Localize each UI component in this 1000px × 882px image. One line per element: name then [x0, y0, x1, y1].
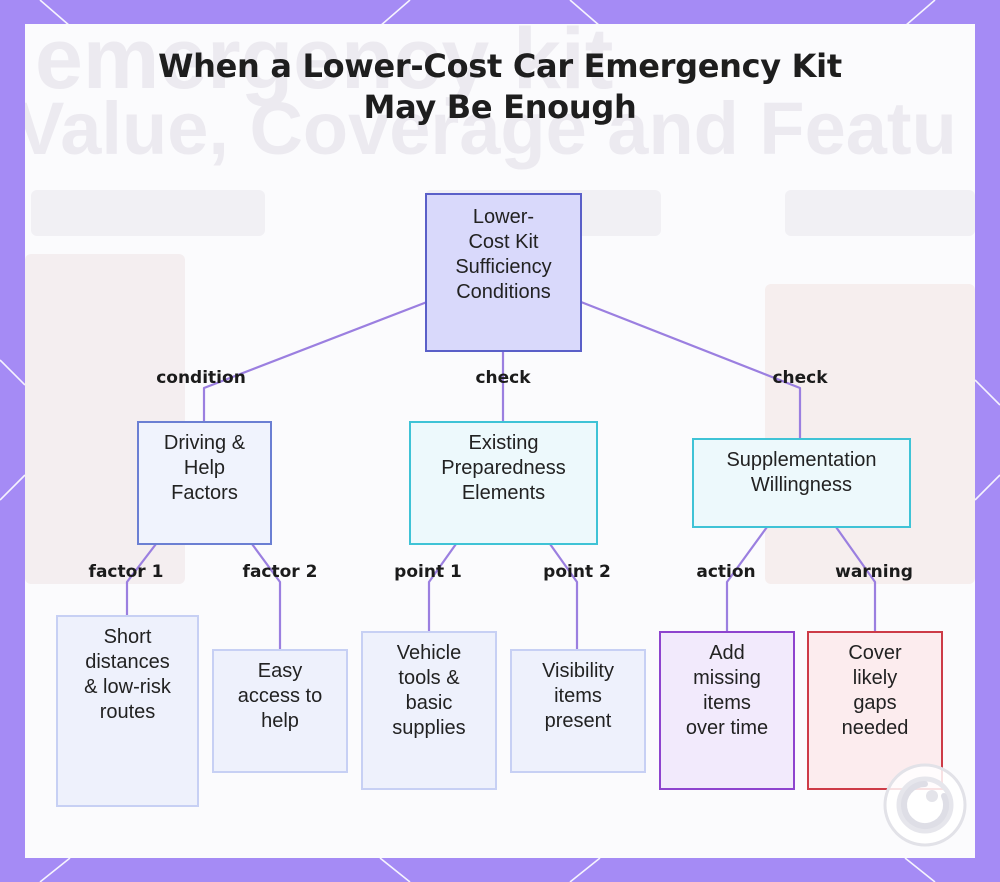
node-add-missing-items: Add missing items over time — [659, 631, 795, 790]
node-label: Existing Preparedness Elements — [441, 432, 566, 504]
background-watermark: Value, Coverage and Featu — [25, 87, 957, 170]
edge-label-factor-2: factor 2 — [242, 562, 318, 582]
background-ghost-panel — [31, 190, 265, 236]
edge-label-check: check — [772, 368, 828, 388]
edge-driving-easy — [251, 543, 282, 650]
edge-label-point-2: point 2 — [543, 562, 611, 582]
node-easy-access: Easy access to help — [212, 649, 348, 773]
edge-existing-vehicle — [427, 543, 457, 632]
node-label: Cover likely gaps needed — [841, 642, 909, 739]
node-cover-likely-gaps: Cover likely gaps needed — [807, 631, 943, 790]
edge-label-warning: warning — [835, 562, 913, 582]
node-existing-preparedness: Existing Preparedness Elements — [409, 421, 598, 545]
node-label: Supplementation Willingness — [726, 449, 877, 496]
node-label: Visibility items present — [542, 660, 614, 732]
node-visibility-items: Visibility items present — [510, 649, 646, 773]
edge-label-factor-1: factor 1 — [88, 562, 164, 582]
title-line-2: May Be Enough — [363, 88, 637, 126]
node-short-distances: Short distances & low-risk routes — [56, 615, 199, 807]
title-line-1: When a Lower-Cost Car Emergency Kit — [158, 47, 842, 85]
node-label: Driving & Help Factors — [163, 432, 246, 504]
background-ghost-panel — [785, 190, 975, 236]
edge-root-supplement — [580, 300, 802, 438]
edge-root-driving — [202, 300, 428, 422]
edge-label-condition: condition — [156, 368, 246, 388]
node-driving-help-factors: Driving & Help Factors — [137, 421, 272, 545]
edge-label-point-1: point 1 — [394, 562, 462, 582]
edge-label-check: check — [475, 368, 531, 388]
node-label: Vehicle tools & basic supplies — [392, 642, 466, 739]
edge-existing-visibility — [549, 543, 579, 650]
edge-driving-short — [125, 543, 157, 616]
diagram-title: When a Lower-Cost Car Emergency Kit May … — [0, 46, 1000, 128]
edge-label-action: action — [696, 562, 756, 582]
background-watermark: emergency kit — [35, 24, 614, 107]
node-label: Short distances & low-risk routes — [84, 626, 171, 723]
node-vehicle-tools: Vehicle tools & basic supplies — [361, 631, 497, 790]
node-label: Easy access to help — [237, 660, 323, 732]
edge-supplement-add — [725, 526, 768, 632]
node-supplementation-willingness: Supplementation Willingness — [692, 438, 911, 528]
logo-mark-icon — [883, 763, 967, 847]
node-label: Lower- Cost Kit Sufficiency Conditions — [455, 206, 552, 303]
node-root-sufficiency-conditions: Lower- Cost Kit Sufficiency Conditions — [425, 193, 582, 352]
edge-supplement-cover — [835, 526, 877, 632]
node-label: Add missing items over time — [685, 642, 769, 739]
